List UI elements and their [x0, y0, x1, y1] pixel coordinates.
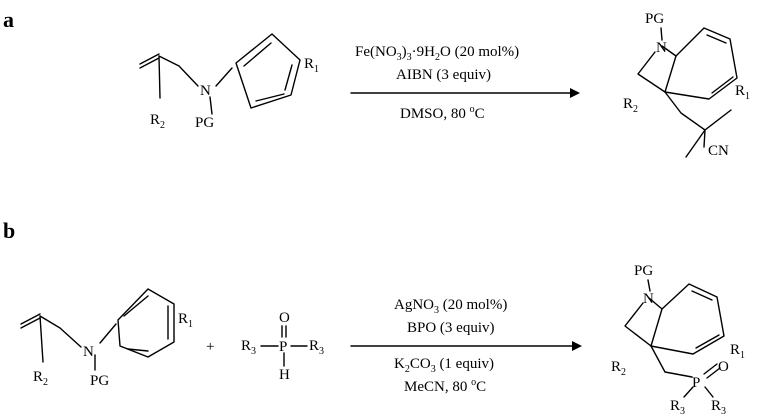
scheme-a-reactant-R2: R2 [150, 112, 165, 131]
scheme-b-product-PG: PG [634, 263, 653, 279]
scheme-a-label: a [3, 7, 14, 32]
scheme-a-reactant-R1: R1 [304, 56, 319, 75]
scheme-b-product-R1: R1 [730, 342, 745, 361]
scheme-b-reactant-PG: PG [90, 373, 109, 389]
scheme-b-reagent-H: H [279, 367, 290, 383]
scheme-a-reactant: N PG R1 R2 [139, 33, 319, 131]
scheme-b-reagent-O: O [279, 310, 290, 326]
scheme-a-reactant-N: N [200, 83, 211, 99]
scheme-b-product-P: P [692, 375, 700, 391]
scheme-a-product-R2: R2 [623, 96, 638, 115]
scheme-b-product: PG N R1 R2 P O R3 R3 [611, 263, 745, 417]
scheme-b-label: b [3, 218, 15, 243]
scheme-a-condition-line3: DMSO, 80 oC [400, 104, 485, 122]
scheme-a-condition-line2: AIBN (3 equiv) [396, 67, 491, 83]
scheme-a-product: PG N R1 R2 CN [623, 11, 750, 159]
scheme-b-reagent-P: P [279, 339, 287, 355]
scheme-b-condition-line1: AgNO3 (20 mol%) [394, 297, 507, 316]
scheme-b-reactant-R2: R2 [33, 369, 48, 388]
scheme-b-product-O: O [718, 359, 729, 375]
scheme-b-reagent: O P H R3 R3 [241, 310, 324, 383]
scheme-a-condition-line1: Fe(NO3)3·9H2O (20 mol%) [355, 44, 519, 63]
scheme-b-conditions: AgNO3 (20 mol%) BPO (3 equiv) K2CO3 (1 e… [350, 297, 582, 395]
scheme-b-condition-line3: K2CO3 (1 equiv) [394, 356, 494, 375]
scheme-b-product-R2: R2 [611, 359, 626, 378]
scheme-a-product-PG: PG [645, 11, 664, 27]
scheme-a-reactant-PG: PG [195, 115, 214, 131]
scheme-b-reagent-R3-right: R3 [309, 338, 324, 357]
scheme-b-product-R3-right: R3 [711, 398, 726, 417]
scheme-b-plus: + [206, 339, 214, 355]
scheme-b-condition-line4: MeCN, 80 oC [404, 377, 486, 395]
scheme-b-reactant-N: N [83, 344, 94, 360]
scheme-a-product-CN: CN [708, 143, 729, 159]
scheme-b-reactant: N PG R1 R2 [20, 288, 193, 389]
scheme-b-reagent-R3-left: R3 [241, 338, 256, 357]
scheme-b-product-R3-left: R3 [670, 398, 685, 417]
scheme-b-product-N: N [643, 291, 654, 307]
scheme-a-product-N: N [656, 40, 667, 56]
scheme-b-reactant-R1: R1 [178, 311, 193, 330]
scheme-b-condition-line2: BPO (3 equiv) [407, 320, 495, 336]
scheme-a-product-R1: R1 [735, 83, 750, 102]
scheme-a-conditions: Fe(NO3)3·9H2O (20 mol%) AIBN (3 equiv) D… [350, 44, 580, 122]
